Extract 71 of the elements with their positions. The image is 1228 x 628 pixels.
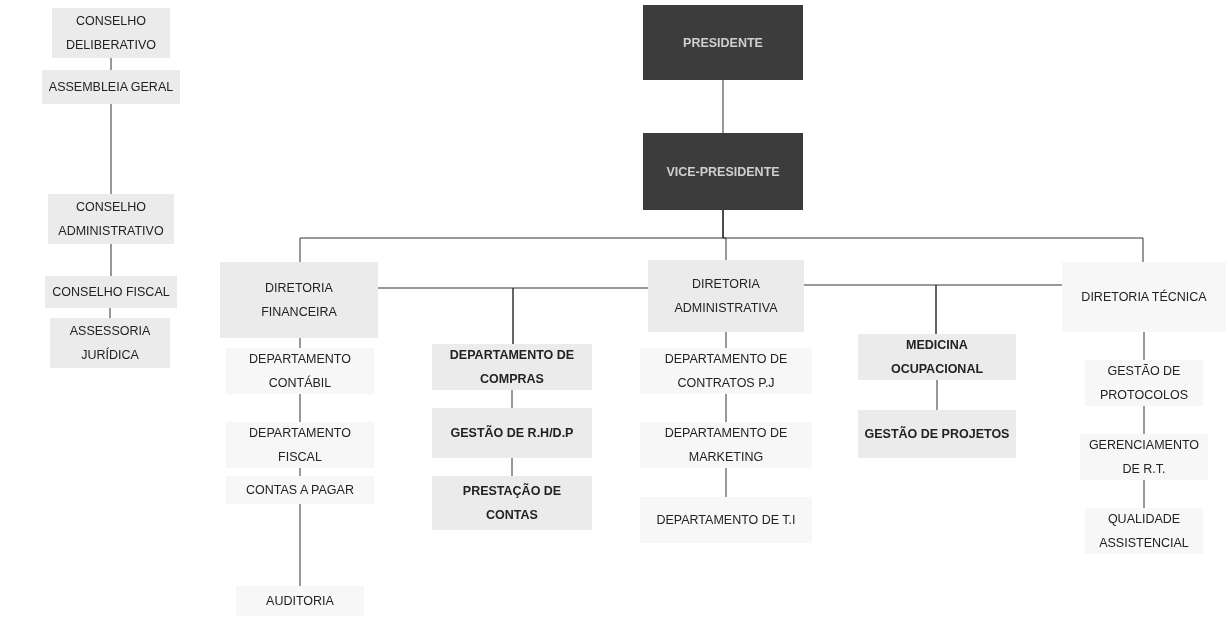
- unit-label: DEPARTAMENTO FISCAL: [248, 425, 352, 466]
- connector-line: [935, 284, 1063, 335]
- connector-line: [511, 457, 513, 477]
- connector-line: [299, 337, 301, 349]
- org-unit-box: [236, 586, 364, 616]
- unit-label: GESTÃO DE PROJETOS: [864, 425, 1010, 443]
- connector-line: [299, 503, 301, 587]
- org-unit-box: [1062, 262, 1226, 332]
- unit-label: ASSESSORIA JURÍDICA: [68, 323, 152, 364]
- connector-line: [725, 331, 727, 349]
- unit-label: MEDICINA OCUPACIONAL: [889, 337, 985, 378]
- executive-box: [643, 5, 803, 80]
- unit-label: QUALIDADE ASSISTENCIAL: [1098, 511, 1190, 552]
- connector-line: [511, 389, 513, 409]
- unit-label: CONSELHO ADMINISTRATIVO: [57, 199, 165, 240]
- connector-line: [936, 379, 938, 411]
- org-unit-box: [432, 408, 592, 458]
- unit-label: CONTAS A PAGAR: [246, 482, 354, 499]
- connector-line: [110, 243, 112, 277]
- org-unit-box: [226, 348, 374, 394]
- unit-label: GERENCIAMENTO DE R.T.: [1087, 437, 1201, 478]
- executive-box: [643, 133, 803, 210]
- connector-line: [1143, 479, 1145, 509]
- unit-label: AUDITORIA: [266, 593, 334, 610]
- unit-label: ASSEMBLEIA GERAL: [48, 79, 174, 96]
- unit-label: PRESIDENTE: [683, 34, 763, 52]
- unit-label: DEPARTAMENTO DE T.I: [656, 512, 796, 529]
- connector-line: [110, 103, 112, 195]
- unit-label: DEPARTAMENTO DE CONTRATOS P.J: [663, 351, 789, 392]
- unit-label: DEPARTAMENTO CONTÁBIL: [248, 351, 352, 392]
- org-unit-box: [52, 8, 170, 58]
- connector-line: [722, 209, 1144, 263]
- org-unit-box: [50, 318, 170, 368]
- org-unit-box: [640, 422, 812, 468]
- org-unit-box: [432, 476, 592, 530]
- connector-line: [110, 57, 112, 71]
- org-unit-box: [45, 276, 177, 308]
- connector-line: [299, 393, 301, 423]
- org-unit-box: [226, 476, 374, 504]
- org-unit-box: [858, 334, 1016, 380]
- unit-label: GESTÃO DE R.H/D.P: [450, 424, 574, 442]
- org-unit-box: [640, 497, 812, 543]
- org-unit-box: [48, 194, 174, 244]
- org-unit-box: [640, 348, 812, 394]
- connector-line: [512, 287, 649, 345]
- connector-line: [725, 467, 727, 498]
- org-unit-box: [858, 410, 1016, 458]
- org-unit-box: [432, 344, 592, 390]
- unit-label: PRESTAÇÃO DE CONTAS: [461, 482, 563, 524]
- unit-label: DEPARTAMENTO DE COMPRAS: [448, 347, 576, 388]
- unit-label: VICE-PRESIDENTE: [666, 163, 780, 181]
- org-unit-box: [1085, 508, 1203, 554]
- org-unit-box: [42, 70, 180, 104]
- connector-line: [109, 307, 111, 319]
- org-unit-box: [226, 422, 374, 468]
- org-unit-box: [220, 262, 378, 338]
- unit-label: CONSELHO FISCAL: [52, 284, 170, 301]
- unit-label: DIRETORIA TÉCNICA: [1081, 288, 1207, 306]
- unit-label: CONSELHO DELIBERATIVO: [64, 13, 158, 54]
- unit-label: GESTÃO DE PROTOCOLOS: [1099, 363, 1189, 404]
- unit-label: DIRETORIA FINANCEIRA: [260, 280, 338, 321]
- connector-line: [1143, 331, 1145, 361]
- org-unit-box: [1080, 434, 1208, 480]
- org-unit-box: [648, 260, 804, 332]
- connector-line: [1143, 405, 1145, 435]
- connector-line: [722, 79, 724, 134]
- unit-label: DIRETORIA ADMINISTRATIVA: [673, 276, 779, 317]
- connector-line: [299, 467, 301, 477]
- org-unit-box: [1085, 360, 1203, 406]
- connector-line: [725, 393, 727, 423]
- unit-label: DEPARTAMENTO DE MARKETING: [663, 425, 789, 466]
